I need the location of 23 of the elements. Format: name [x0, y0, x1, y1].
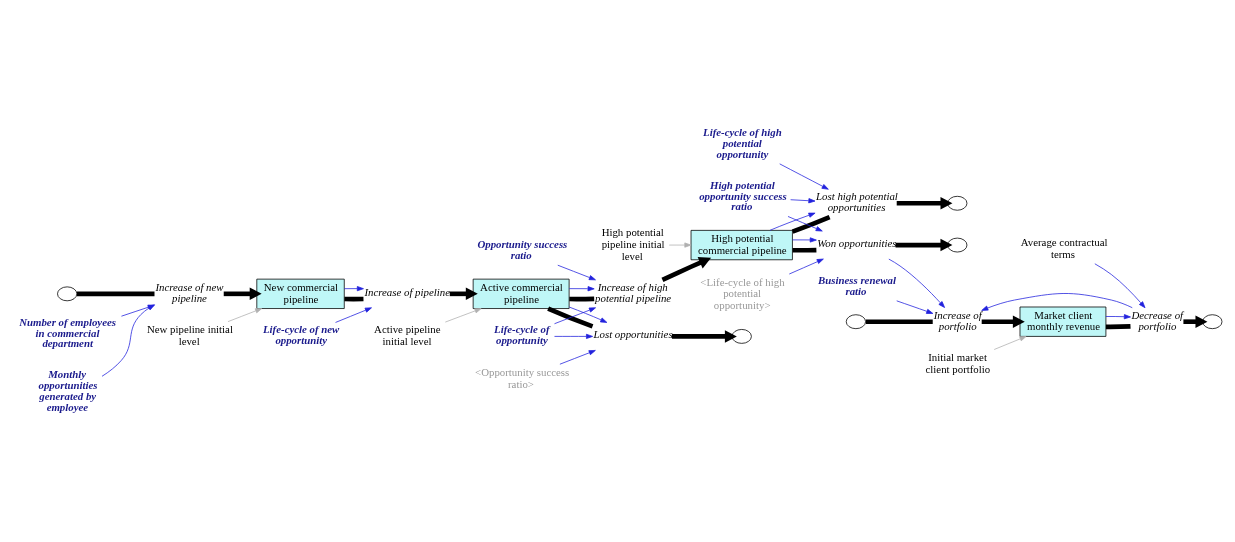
node-text: <Life-cycle of high potential opportunity>	[700, 275, 785, 312]
node-text: Average contractual terms	[1020, 236, 1108, 260]
node-text: Life-cycle of high potential opportunity	[703, 126, 782, 160]
node-text: Life-cycle of new opportunity	[263, 323, 340, 347]
node-text: Initial market client portfolio	[925, 351, 991, 375]
node-text: Decrease of portfolio	[1131, 308, 1184, 332]
node-text: Increase of high potential pipeline	[595, 280, 672, 304]
node-text: High potential opportunity success ratio	[699, 178, 787, 213]
node-text: <Opportunity success ratio>	[475, 366, 570, 390]
node-text: Increase of portfolio	[933, 308, 982, 332]
node-text: Monthly opportunities generated by employee	[38, 368, 98, 413]
node-text: Life-cycle of opportunity	[494, 323, 550, 347]
node-text: Business renewal ratio	[817, 273, 896, 297]
node-text: Opportunity success ratio	[477, 238, 568, 262]
node-text: High potential pipeline initial level	[601, 226, 665, 262]
node-text: Active pipeline initial level	[374, 323, 441, 348]
node-text: Increase of new pipeline	[155, 280, 224, 304]
node-text: Number of employees in commercial department	[19, 315, 117, 350]
node-text: Increase of pipeline	[364, 285, 450, 298]
node-text: Lost opportunities	[593, 328, 673, 341]
node-text: Won opportunities	[817, 237, 897, 250]
node-text: New pipeline initial level	[146, 323, 233, 348]
node-text: Lost high potential opportunities	[816, 190, 898, 214]
